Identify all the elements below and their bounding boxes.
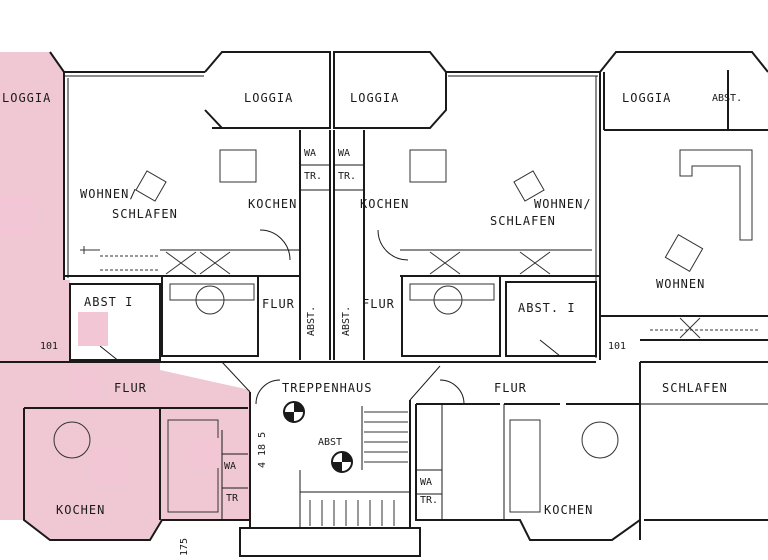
- highlight-block: [0, 195, 36, 235]
- room-label-wohnen-schlafen: WOHNEN/: [534, 197, 592, 211]
- room-label-wohnen-schlafen: WOHNEN/: [80, 187, 138, 201]
- room-label-treppenhaus: TREPPENHAUS: [282, 381, 373, 395]
- room-label-flur: FLUR: [494, 381, 527, 395]
- dimension-label: 4 18 5: [257, 431, 268, 468]
- room-label-kochen: KOCHEN: [544, 503, 594, 517]
- shaft-symbols: [283, 401, 353, 473]
- room-label-loggia: LOGGIA: [350, 91, 400, 105]
- room-label-kochen: KOCHEN: [360, 197, 410, 211]
- room-label-loggia: LOGGIA: [622, 91, 672, 105]
- highlight-block: [70, 370, 100, 402]
- room-label-abst: ABST.: [712, 93, 743, 104]
- furniture: [53, 149, 760, 513]
- room-label-kochen: KOCHEN: [56, 503, 106, 517]
- room-label-wa: WA: [420, 477, 433, 488]
- room-label-wohnen-schlafen: SCHLAFEN: [490, 214, 556, 228]
- room-label-schlafen: SCHLAFEN: [662, 381, 728, 395]
- room-label-wa: WA: [304, 148, 317, 159]
- room-label-abst-i: ABST I: [84, 295, 134, 309]
- dimension-label: 101: [608, 341, 627, 352]
- room-label-abst-i: ABST. I: [518, 301, 576, 315]
- room-label-wa: WA: [338, 148, 351, 159]
- room-label-loggia: LOGGIA: [2, 91, 52, 105]
- stairs: [309, 411, 408, 526]
- room-label-flur: FLUR: [114, 381, 147, 395]
- dimension-label: 175: [179, 537, 190, 556]
- room-label-abst: ABST.: [341, 305, 352, 336]
- room-label-tr: TR.: [304, 171, 323, 182]
- highlight-block: [190, 438, 220, 468]
- window-crosses: [165, 251, 701, 339]
- room-label-tr: TR: [226, 493, 239, 504]
- room-label-tr: TR.: [338, 171, 357, 182]
- highlighted-unit: [0, 52, 250, 540]
- highlight-block: [78, 312, 108, 346]
- room-label-flur: FLUR: [262, 297, 295, 311]
- room-label-kochen: KOCHEN: [248, 197, 298, 211]
- room-label-tr: TR.: [420, 495, 439, 506]
- walls: [0, 51, 768, 557]
- dimension-label: 101: [40, 341, 59, 352]
- room-label-wa: WA: [224, 461, 237, 472]
- highlight-block: [92, 448, 128, 484]
- room-label-loggia: LOGGIA: [244, 91, 294, 105]
- room-label-wohnen-schlafen: SCHLAFEN: [112, 207, 178, 221]
- room-label-wohnen: WOHNEN: [656, 277, 706, 291]
- room-label-abst: ABST: [318, 437, 343, 448]
- room-label-abst: ABST.: [306, 305, 317, 336]
- room-label-flur: FLUR: [362, 297, 395, 311]
